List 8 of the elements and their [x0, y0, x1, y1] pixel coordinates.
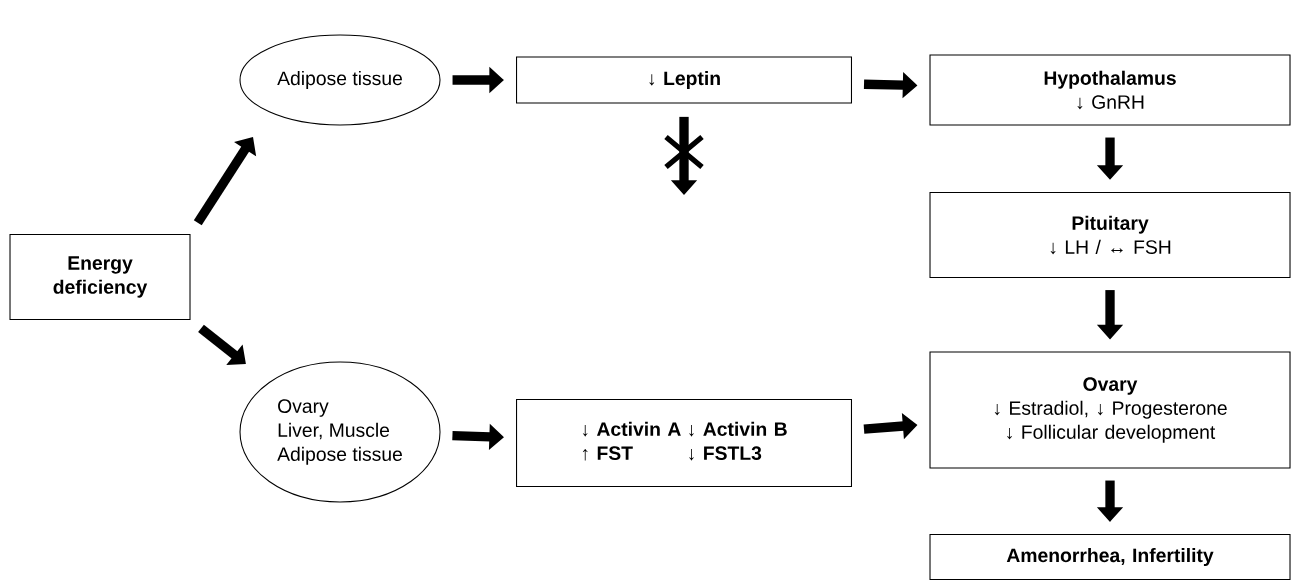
- process-box: Pituitary ↓ LH / ↔ FSH: [929, 191, 1291, 279]
- process-box: ↓ Leptin: [516, 56, 852, 104]
- process-box: Ovary ↓ Estradiol, ↓ Progesterone ↓ Follicular development: [929, 351, 1291, 469]
- process-box: ↓ Activin A ↓ Activin B ↑ FST ↓ FSTL3: [516, 399, 852, 487]
- process-box: Energy deficiency: [9, 233, 191, 321]
- process-box: Hypothalamus ↓ GnRH: [929, 54, 1291, 126]
- blocked-arrow: [663, 116, 705, 195]
- process-box: Amenorrhea, Infertility: [929, 533, 1291, 581]
